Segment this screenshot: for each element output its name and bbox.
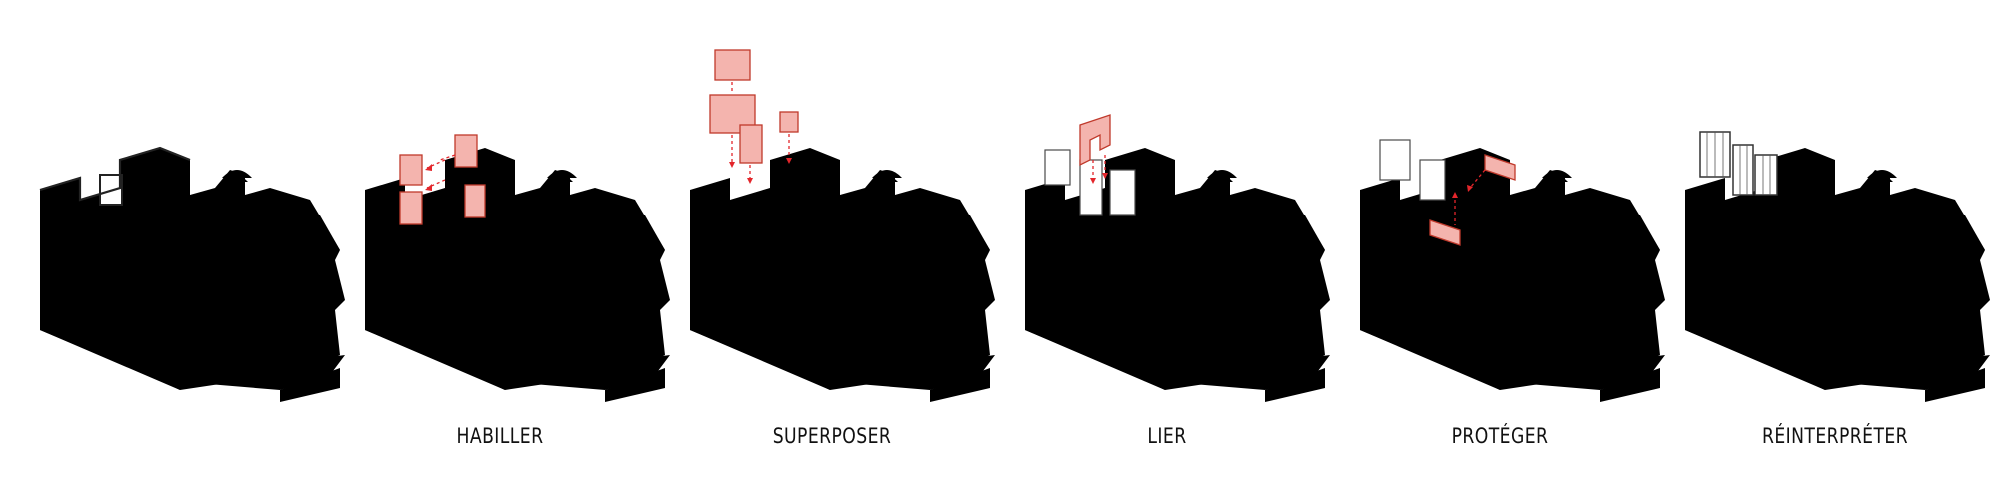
panel-5-building — [1360, 139, 1665, 402]
panel-6-building — [1685, 131, 1990, 402]
protective-panels — [1429, 154, 1516, 246]
reinterpreted-volumes — [1699, 131, 1778, 196]
label-superposer: SUPERPOSER — [772, 424, 892, 448]
label-proteger: PROTÉGER — [1451, 424, 1549, 448]
label-reinterpreter: RÉINTERPRÉTER — [1761, 424, 1909, 448]
panel-4-building — [1025, 114, 1330, 402]
panel-3-building — [690, 49, 995, 402]
panel-2-building — [365, 134, 670, 402]
label-lier: LIER — [1147, 424, 1187, 448]
linking-bridge — [1079, 114, 1111, 167]
label-habiller: HABILLER — [456, 424, 544, 448]
stacked-volumes — [709, 49, 799, 164]
panel-1-building — [39, 146, 345, 402]
cladding-panels — [399, 134, 486, 225]
